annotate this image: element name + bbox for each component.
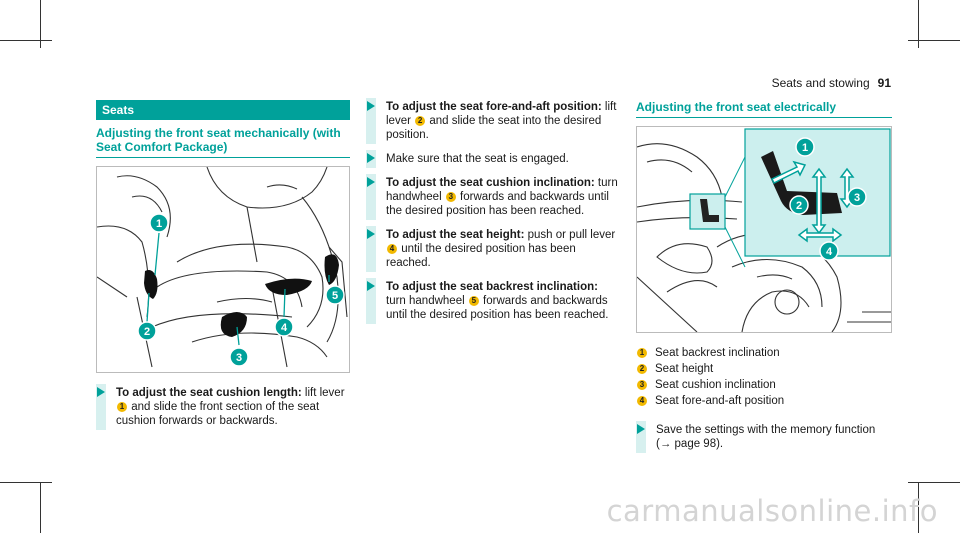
callout-4: 4 [274,317,294,337]
svg-text:4: 4 [826,246,833,258]
middle-column: To adjust the seat fore-and-aft position… [366,98,620,332]
instruction-text: forwards and backwards until the desired… [386,191,609,217]
legend-item: 2 Seat height [636,361,892,377]
instruction-text: Save the settings with the memory functi… [656,424,876,436]
heading-mechanical: Adjusting the front seat mechanically (w… [96,126,350,158]
heading-electrical: Adjusting the front seat electrically [636,100,892,118]
instruction-text: until the desired position has been reac… [386,243,576,269]
arrow-icon [97,387,105,397]
figure-seat-mechanical: 1 2 3 4 5 [96,166,350,373]
callout-5: 5 [325,285,345,305]
instruction-title: To adjust the seat fore-and-aft position… [386,101,602,113]
legend-text: Seat height [655,363,714,375]
instruction-text: lift lever [301,387,345,399]
arrow-icon [367,229,375,239]
svg-text:3: 3 [236,352,242,364]
seat-electrical-illustration: 1 2 3 4 [636,128,891,333]
instruction-cushion-inclination: To adjust the seat cushion inclination: … [366,174,620,220]
instruction-title: To adjust the seat height: [386,229,525,241]
instruction-title: To adjust the seat cushion length: [116,387,302,399]
svg-text:4: 4 [281,322,288,334]
svg-text:3: 3 [854,192,860,204]
number-marker: 4 [387,244,397,254]
instruction-title: To adjust the seat backrest inclination: [386,281,598,293]
crop-mark [40,482,41,533]
instruction-text: Make sure that the seat is engaged. [386,153,569,165]
section-title: Seats and stowing [771,76,870,90]
instruction-title: To adjust the seat cushion inclination: [386,177,595,189]
svg-text:1: 1 [156,218,162,230]
number-marker: 3 [445,192,456,202]
instruction-text: push or pull lever [524,229,616,241]
svg-text:2: 2 [144,326,150,338]
crop-mark [0,40,52,41]
arrow-icon [367,281,375,291]
crop-mark [918,482,919,533]
seat-mechanical-illustration: 1 2 3 4 5 [96,166,348,368]
number-marker: 1 [117,402,127,412]
section-bar-seats: Seats [96,100,350,120]
callout-2: 2 [789,195,809,215]
instruction-seat-height: To adjust the seat height: push or pull … [366,226,620,272]
callout-4: 4 [819,241,839,261]
number-marker: 2 [637,364,647,374]
instruction-cushion-length: To adjust the seat cushion length: lift … [96,384,350,430]
legend-text: Seat fore-and-aft position [655,395,785,407]
watermark: carmanualsonline.info [606,494,938,528]
crop-mark [40,0,41,48]
crop-mark [908,482,960,483]
crop-mark [918,0,919,48]
instruction-text: forwards and backwards until the desired… [386,295,609,321]
crop-mark [908,40,960,41]
figure-seat-electrical: 1 2 3 4 [636,126,892,333]
instruction-text: and slide the front section of the seat … [116,401,320,427]
instruction-memory: Save the settings with the memory functi… [636,421,892,453]
instruction-seat-engaged: Make sure that the seat is engaged. [366,150,620,168]
svg-text:1: 1 [802,142,808,154]
page-reference-link[interactable]: (→ page 98). [656,438,724,450]
number-marker: 3 [637,380,647,390]
callout-2: 2 [137,321,157,341]
running-header: Seats and stowing 91 [772,76,891,90]
legend-item: 1 Seat backrest inclination [636,345,892,361]
page-number: 91 [877,76,891,90]
legend-item: 4 Seat fore-and-aft position [636,393,892,409]
callout-3: 3 [229,347,249,367]
instruction-text: turn handwheel [386,295,468,307]
instruction-text: lift lever [386,101,617,127]
legend-text: Seat cushion inclination [655,379,776,391]
instruction-fore-aft: To adjust the seat fore-and-aft position… [366,98,620,144]
callout-1: 1 [795,137,815,157]
legend-text: Seat backrest inclination [655,347,780,359]
callout-1: 1 [149,213,169,233]
instruction-backrest-inclination: To adjust the seat backrest inclination:… [366,278,620,324]
arrow-icon [367,101,375,111]
number-marker: 4 [637,396,647,406]
arrow-icon [367,153,375,163]
left-column: Seats Adjusting the front seat mechanica… [96,100,350,438]
svg-text:5: 5 [332,290,338,302]
number-marker: 2 [415,116,426,126]
arrow-icon [367,177,375,187]
callout-3: 3 [847,187,867,207]
crop-mark [0,482,52,483]
number-marker: 5 [468,296,479,306]
instruction-text: and slide the seat into the desired posi… [386,115,602,141]
number-marker: 1 [637,348,647,358]
svg-text:2: 2 [796,200,802,212]
right-column: Adjusting the front seat electrically [636,100,892,461]
legend-item: 3 Seat cushion inclination [636,377,892,393]
arrow-icon [637,424,645,434]
instruction-text: turn handwheel [386,177,618,203]
